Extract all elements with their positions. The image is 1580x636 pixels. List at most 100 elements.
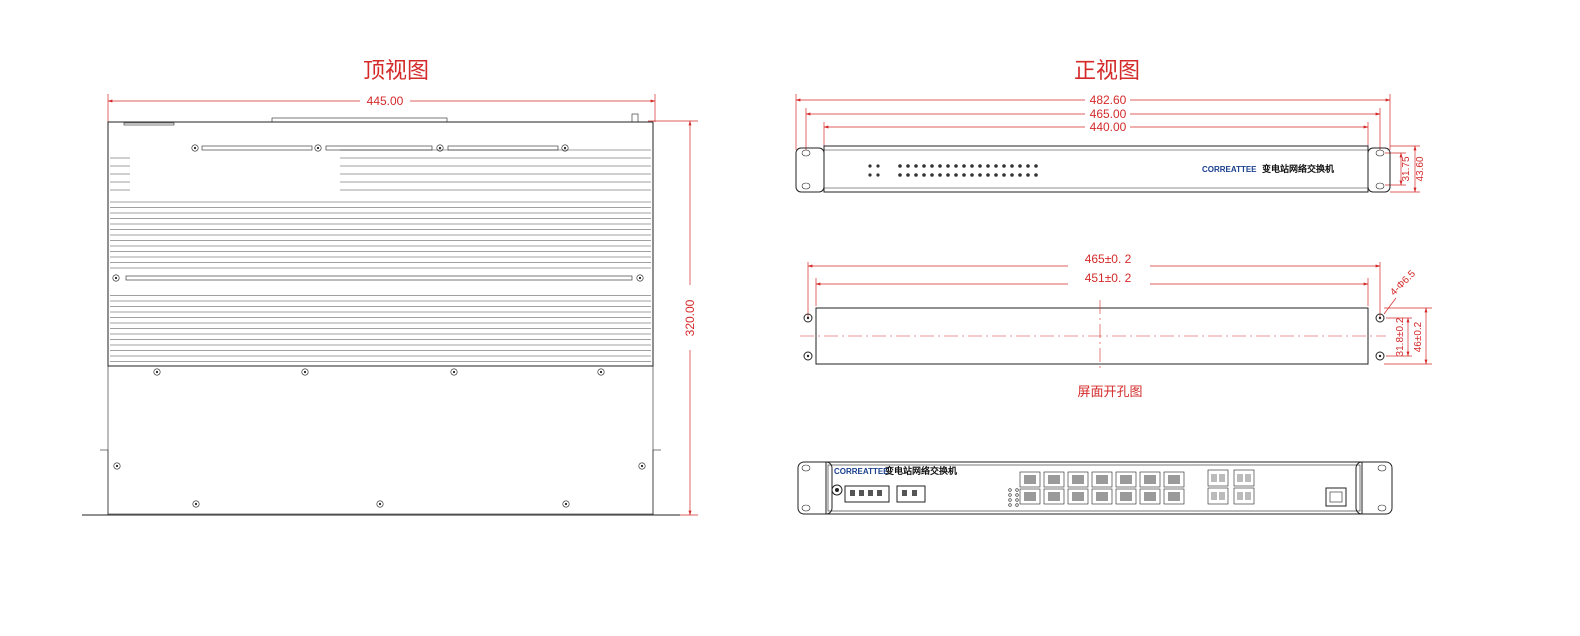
front-brand: CORREATTEE: [1202, 165, 1257, 174]
rear-panel-inner: [827, 464, 1361, 512]
screw-center: [194, 502, 198, 506]
screw-icon: [638, 462, 646, 470]
status-led: [1015, 493, 1019, 497]
screw-center: [563, 146, 567, 150]
port-led: [898, 173, 902, 177]
console-port-icon: [1325, 487, 1347, 507]
fiber-port: [1233, 487, 1255, 505]
port-led: [922, 164, 926, 168]
screw-icon: [153, 368, 161, 376]
top-port-strip: [271, 117, 448, 123]
port-led: [1002, 173, 1006, 177]
mount-slot: [325, 145, 433, 151]
rj45-socket: [1144, 475, 1156, 484]
front-view-title: 正视图: [1074, 59, 1140, 84]
top-rear-chassis: [107, 365, 654, 515]
rj45-socket: [1024, 492, 1036, 501]
rear-model: 变电站网络交换机: [885, 465, 957, 477]
top-view: 顶视图 445.00 320.00: [82, 59, 698, 516]
mount-slot: [447, 145, 559, 151]
port-led: [914, 173, 918, 177]
screw-icon: [301, 368, 309, 376]
front-panel: [823, 145, 1369, 193]
port-led: [922, 173, 926, 177]
rj45-socket: [1168, 475, 1180, 484]
front-led-array: [868, 164, 1038, 177]
rear-panel: [825, 461, 1363, 515]
fiber-socket: [1211, 492, 1217, 500]
port-led: [930, 173, 934, 177]
port-led: [1034, 173, 1038, 177]
port-led: [1034, 164, 1038, 168]
top-front-lip: [123, 122, 175, 126]
fiber-socket: [1237, 492, 1243, 500]
screw-center: [564, 502, 568, 506]
rj45-port: [1019, 471, 1041, 488]
rear-ear-hole: [1377, 504, 1387, 512]
rj45-port: [1091, 488, 1113, 505]
cut-hole-leader: [1383, 297, 1397, 315]
status-led: [1015, 498, 1019, 502]
mount-hole: [803, 313, 813, 323]
top-width-value: 445.00: [367, 94, 404, 108]
fiber-port: [1207, 487, 1229, 505]
port-led: [938, 164, 942, 168]
mount-slot: [125, 275, 633, 281]
ground-screw-icon: [831, 484, 843, 496]
top-antenna-stub: [631, 113, 639, 123]
screw-center: [193, 146, 197, 150]
rj45-port: [1067, 488, 1089, 505]
port-led: [994, 164, 998, 168]
port-led: [906, 164, 910, 168]
status-led: [1008, 488, 1012, 492]
cutout-caption: 屏面开孔图: [1077, 385, 1142, 400]
port-led: [970, 164, 974, 168]
rj45-port: [1067, 471, 1089, 488]
rj45-port: [1043, 471, 1065, 488]
rj45-port: [1091, 471, 1113, 488]
mount-hole: [1375, 313, 1385, 323]
status-led: [876, 164, 880, 168]
front-width-mount-value: 465.00: [1090, 107, 1127, 121]
port-led: [954, 173, 958, 177]
status-led: [868, 173, 872, 177]
rj45-socket: [1072, 492, 1084, 501]
screw-center: [303, 370, 307, 374]
port-led: [898, 164, 902, 168]
top-label-area: [132, 152, 322, 196]
rj45-socket: [1168, 492, 1180, 501]
status-led: [876, 173, 880, 177]
port-led: [978, 164, 982, 168]
rear-brand: CORREATTEE: [834, 467, 889, 476]
mount-hole: [1375, 351, 1385, 361]
rj45-socket: [1072, 475, 1084, 484]
front-model: 变电站网络交换机: [1262, 163, 1334, 175]
rear-ear-left: [797, 461, 833, 515]
status-led: [1015, 488, 1019, 492]
rj45-port: [1163, 471, 1185, 488]
fiber-socket: [1219, 474, 1225, 482]
rj45-port: [1139, 488, 1161, 505]
screw-icon: [113, 462, 121, 470]
screw-icon: [561, 144, 569, 152]
screw-icon: [562, 500, 570, 508]
screw-center: [316, 146, 320, 150]
fiber-port: [1207, 469, 1229, 487]
rear-ear-hole: [1377, 464, 1387, 472]
port-led: [930, 164, 934, 168]
port-led: [1026, 173, 1030, 177]
port-led: [986, 164, 990, 168]
port-led: [1002, 164, 1006, 168]
top-view-title: 顶视图: [363, 59, 429, 84]
status-led: [868, 164, 872, 168]
top-screws: [112, 144, 646, 508]
screw-icon: [436, 144, 444, 152]
port-led: [970, 173, 974, 177]
screw-icon: [636, 274, 644, 282]
rj45-port: [1115, 471, 1137, 488]
fiber-socket: [1245, 474, 1251, 482]
front-height-outer-value: 43.60: [1415, 156, 1426, 181]
rj45-socket: [1096, 492, 1108, 501]
port-led: [986, 173, 990, 177]
fiber-port-block: [1207, 469, 1255, 505]
